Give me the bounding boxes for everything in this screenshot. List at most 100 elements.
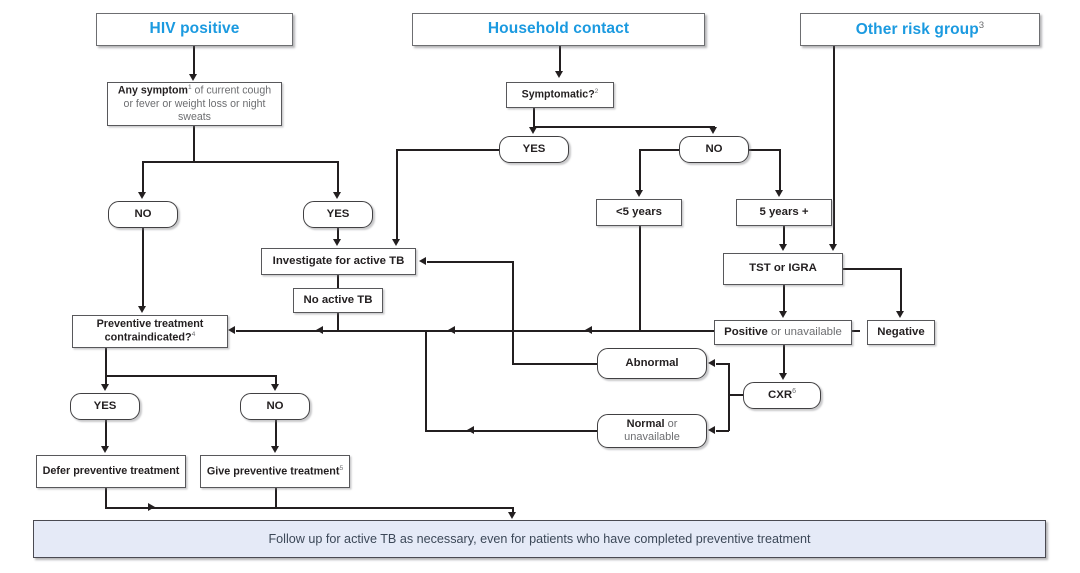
connector-normal-left (425, 430, 598, 432)
footnote-marker-6: 6 (792, 388, 796, 396)
node-other-risk-group-label: Other risk group3 (852, 20, 988, 39)
node-ct-yes: YES (70, 393, 140, 420)
node-symptomatic-label: Symptomatic?2 (518, 88, 603, 101)
node-hiv-positive: HIV positive (96, 13, 293, 46)
connector-no-to-give (275, 420, 277, 447)
connector-hivyes-to-investigate (337, 228, 339, 240)
node-followup-banner-label: Follow up for active TB as necessary, ev… (268, 532, 811, 546)
arrowhead-no-to-give (270, 446, 279, 453)
node-give-preventive-treatment: Give preventive treatment5 (200, 455, 350, 488)
node-abnormal-label: Abnormal (625, 356, 679, 369)
arrowhead-contraindicated-to-no (270, 384, 279, 391)
connector-symptom-to-no (142, 161, 144, 192)
node-any-symptom-bold: Any symptom (117, 84, 188, 97)
node-contraindicated-text: Preventive treatment contraindicated? (96, 318, 204, 344)
connector-cxr-to-abnormal-h2 (716, 363, 729, 365)
connector-positive-to-bus (700, 330, 716, 332)
connector-cxr-to-normal-v (728, 394, 730, 431)
arrowhead-bus-mid-3 (585, 325, 592, 334)
footnote-marker-1: 1 (187, 84, 192, 92)
connector-symptom-stem (193, 126, 195, 162)
node-defer-preventive-treatment-label: Defer preventive treatment (42, 465, 180, 478)
node-under-5-years: <5 years (596, 199, 682, 226)
arrowhead-cxr-to-normal (708, 425, 715, 434)
connector-tst-to-negative-h (843, 268, 901, 270)
connector-normal-up-to-bus (425, 330, 427, 431)
connector-tst-to-positive (783, 285, 785, 311)
node-symptomatic-text: Symptomatic? (521, 89, 595, 102)
connector-cxr-to-abnormal-v (728, 363, 730, 395)
node-defer-preventive-treatment: Defer preventive treatment (36, 455, 186, 488)
node-followup-banner: Follow up for active TB as necessary, ev… (33, 520, 1046, 558)
node-ct-yes-label: YES (93, 399, 117, 412)
connector-bottom-bus (105, 507, 513, 509)
node-other-risk-group-text: Other risk group (855, 20, 979, 38)
node-hc-yes-label: YES (522, 142, 546, 155)
connector-otherrisk-down (833, 46, 835, 244)
node-household-contact: Household contact (412, 13, 705, 46)
arrowhead-cxr-to-abnormal (708, 358, 715, 367)
node-normal-or-unavailable: Normal or unavailable (597, 414, 707, 448)
node-hiv-no: NO (108, 201, 178, 228)
connector-symptomatic-to-no (713, 126, 715, 127)
node-positive-or-unavailable: Positive or unavailable (714, 320, 852, 345)
node-no-active-tb-label: No active TB (303, 293, 373, 306)
node-hc-yes: YES (499, 136, 569, 163)
arrowhead-hcno-to-over5 (774, 190, 783, 197)
arrowhead-bus-to-contraindicated (228, 325, 235, 334)
connector-main-bus (236, 330, 860, 332)
node-negative: Negative (867, 320, 935, 345)
arrowhead-bus-mid-1 (316, 325, 323, 334)
node-under-5-years-label: <5 years (616, 205, 662, 218)
node-5-years-plus-label: 5 years + (759, 205, 809, 218)
connector-hiv-to-symptom (193, 46, 195, 75)
arrowhead-otherrisk-to-tst (828, 244, 837, 251)
node-any-symptom-label: Any symptom1 of current cough or fever o… (108, 84, 281, 123)
node-cxr-text: CXR (768, 389, 793, 402)
arrowhead-hcno-to-under5 (634, 190, 643, 197)
arrowhead-symptom-to-yes (332, 192, 341, 199)
connector-abnormal-up (512, 261, 514, 364)
arrowhead-symptom-to-no (137, 192, 146, 199)
node-investigate-active-tb: Investigate for active TB (261, 248, 416, 275)
arrowhead-hiv-to-symptom (188, 74, 197, 81)
node-normal-rest: or unavailable (624, 418, 680, 443)
node-give-preventive-treatment-label: Give preventive treatment5 (203, 465, 347, 479)
connector-defer-down (105, 488, 107, 508)
node-symptomatic: Symptomatic?2 (506, 82, 614, 108)
connector-symptom-to-yes (337, 161, 339, 192)
node-hc-no-label: NO (705, 142, 723, 155)
connector-contraindicated-stem (105, 348, 107, 376)
footnote-marker-5: 5 (339, 464, 344, 472)
arrowhead-symptomatic-to-no (709, 127, 717, 134)
node-preventive-contraindicated-label: Preventive treatment contraindicated?4 (73, 318, 227, 345)
connector-tst-to-negative-v (900, 268, 902, 311)
footnote-marker-4: 4 (191, 331, 196, 339)
connector-noactivetb-to-bus (337, 313, 339, 331)
connector-contraindicated-to-no (275, 375, 277, 384)
node-household-contact-label: Household contact (487, 20, 630, 38)
connector-symptomatic-to-yes (533, 126, 535, 127)
footnote-marker-3: 3 (978, 19, 985, 31)
arrowhead-hivyes-to-investigate (332, 239, 341, 246)
connector-contraindicated-to-yes (105, 375, 107, 384)
connector-hcyes-left (396, 149, 500, 151)
arrowhead-symptomatic-to-yes (529, 127, 537, 134)
node-any-symptom-rest: of current cough or fever or weight loss… (123, 84, 272, 123)
arrowhead-bottom-to-footer (508, 512, 516, 519)
connector-hivno-to-contraindicated (142, 228, 144, 306)
arrowhead-abnormal-to-investigate (419, 257, 426, 265)
connector-symptom-split-bar (142, 161, 338, 163)
connector-symptomatic-split-bar (533, 126, 714, 128)
connector-investigate-to-noactivetb (337, 275, 339, 289)
footnote-marker-2: 2 (594, 88, 599, 96)
node-preventive-contraindicated: Preventive treatment contraindicated?4 (72, 315, 228, 348)
connector-hcyes-down (396, 149, 398, 240)
connector-cxr-to-abnormal-h1 (728, 394, 745, 396)
arrowhead-hivno-to-contraindicated (137, 306, 146, 313)
connector-cxr-to-normal-h (716, 430, 729, 432)
node-tst-or-igra: TST or IGRA (723, 253, 843, 285)
connector-hcno-to-under5 (639, 149, 641, 190)
node-hiv-yes: YES (303, 201, 373, 228)
